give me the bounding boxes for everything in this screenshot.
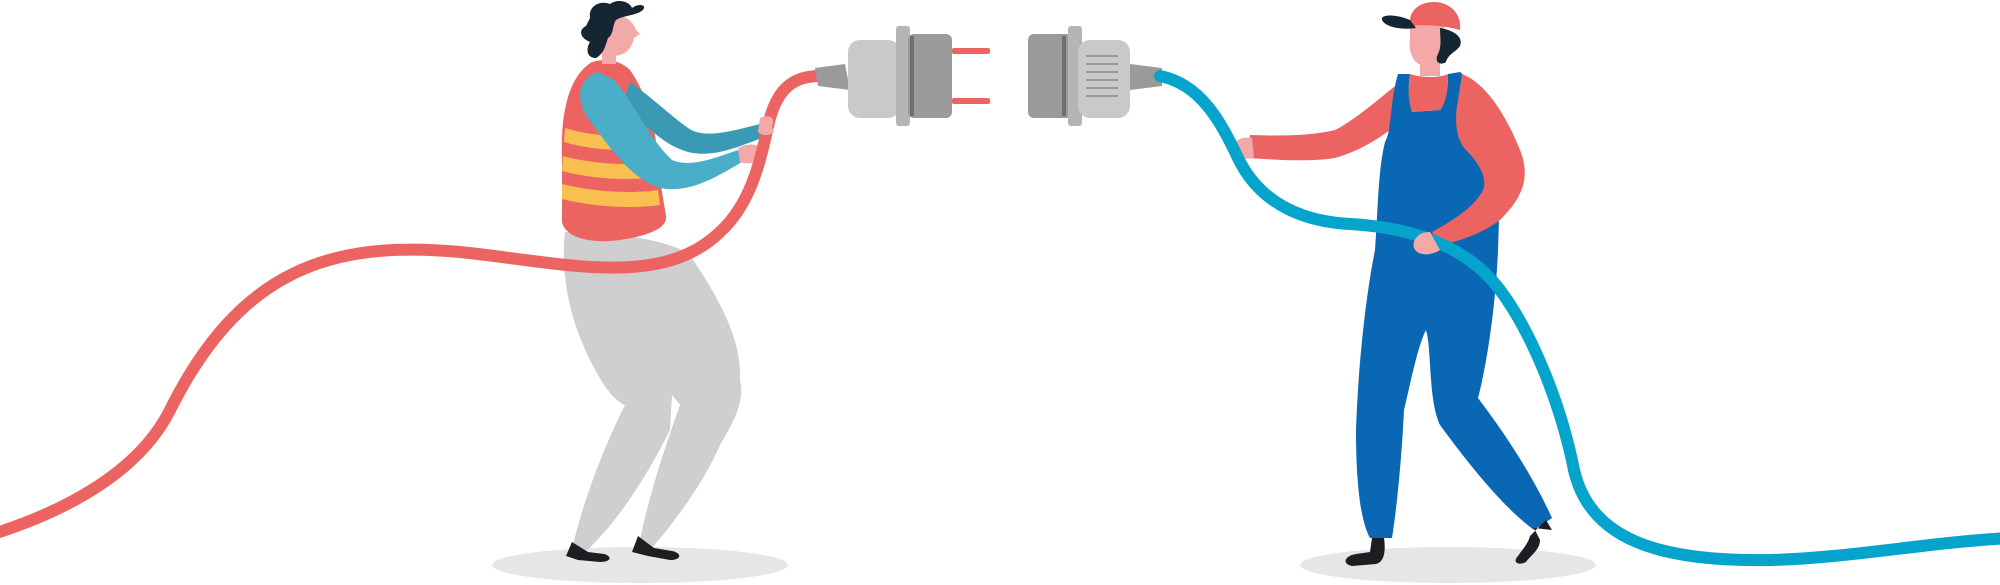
right-person-overalls	[1356, 72, 1552, 538]
left-person-front-arm	[580, 72, 742, 190]
right-person	[1232, 2, 1552, 566]
right-person-hair	[1436, 28, 1461, 64]
right-person-face	[1409, 18, 1446, 66]
plug-body	[848, 40, 900, 118]
plug-collar	[896, 26, 910, 126]
right-person-chest	[1408, 74, 1448, 112]
socket-face	[1028, 34, 1072, 118]
left-person	[561, 1, 774, 562]
right-floor-shadow	[1300, 547, 1596, 583]
left-person-shoe-front	[632, 536, 680, 560]
right-person-shoe-left	[1345, 538, 1385, 566]
left-person-stripe-2	[562, 156, 657, 179]
right-person-grip-hand	[1413, 232, 1440, 255]
socket-cord-neck	[1130, 64, 1162, 90]
socket	[1028, 26, 1162, 126]
plug-face-line	[910, 36, 914, 116]
left-person-back-arm	[622, 82, 762, 154]
left-person-hair	[581, 1, 645, 58]
left-person-pants	[563, 232, 742, 552]
socket-grip-lines	[1086, 55, 1118, 97]
plug-cord-neck	[815, 64, 850, 90]
right-person-reaching-arm	[1248, 78, 1420, 161]
right-person-cap-brim	[1381, 15, 1416, 29]
left-person-grip-hand	[758, 116, 774, 135]
plug-pin-bottom	[952, 98, 990, 104]
left-person-shoe-back	[566, 542, 610, 562]
left-person-stripe-3	[562, 184, 660, 207]
right-person-front-arm	[1432, 74, 1525, 246]
socket-face-line	[1062, 36, 1066, 116]
plug-pin-top	[952, 48, 990, 54]
right-person-cap	[1409, 2, 1461, 30]
blue-cable	[1154, 70, 2000, 567]
plug-face	[908, 34, 952, 118]
right-person-shoe-right	[1515, 520, 1552, 564]
plug	[848, 26, 990, 126]
